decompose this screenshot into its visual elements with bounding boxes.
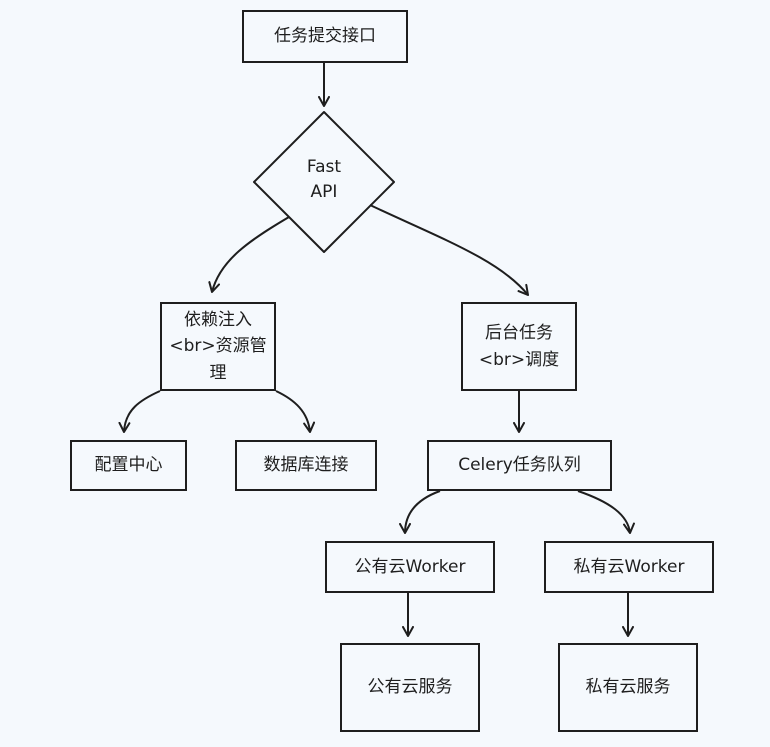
di-line-3: 理 bbox=[209, 362, 227, 383]
edge-fastapi-di bbox=[208, 216, 290, 293]
node-dependency-injection: 依赖注入 <br>资源管 理 bbox=[160, 302, 276, 391]
node-config-center: 配置中心 bbox=[70, 440, 187, 491]
node-fastapi-label: Fast API bbox=[284, 155, 364, 204]
di-line-2: <br>资源管 bbox=[169, 336, 267, 357]
public-service-label: 公有云服务 bbox=[367, 677, 453, 698]
node-submit-label: 任务提交接口 bbox=[274, 26, 376, 47]
db-label: 数据库连接 bbox=[263, 455, 349, 476]
bg-line-1: 后台任务 bbox=[485, 323, 553, 344]
edge-di-db bbox=[275, 390, 316, 433]
fastapi-line-1: Fast bbox=[306, 157, 342, 177]
private-service-label: 私有云服务 bbox=[585, 677, 671, 698]
edge-celery-private-worker bbox=[577, 490, 635, 534]
node-public-service: 公有云服务 bbox=[340, 643, 480, 732]
edge-fastapi-bg bbox=[369, 204, 529, 296]
node-submit-interface: 任务提交接口 bbox=[242, 10, 408, 63]
node-public-worker: 公有云Worker bbox=[325, 541, 495, 593]
bg-line-2: <br>调度 bbox=[478, 349, 560, 370]
node-celery-queue: Celery任务队列 bbox=[427, 440, 612, 491]
node-private-worker: 私有云Worker bbox=[544, 541, 714, 593]
node-background-tasks: 后台任务 <br>调度 bbox=[461, 302, 577, 391]
edge-celery-public-worker bbox=[399, 490, 441, 534]
node-private-service: 私有云服务 bbox=[558, 643, 698, 732]
public-worker-label: 公有云Worker bbox=[354, 556, 466, 577]
di-line-1: 依赖注入 bbox=[184, 309, 252, 330]
fastapi-diamond bbox=[253, 111, 395, 253]
node-db-connection: 数据库连接 bbox=[235, 440, 377, 491]
config-label: 配置中心 bbox=[94, 455, 163, 476]
edge-di-config bbox=[118, 390, 161, 433]
fastapi-line-2: API bbox=[310, 181, 338, 202]
private-worker-label: 私有云Worker bbox=[573, 556, 685, 577]
celery-label: Celery任务队列 bbox=[458, 455, 581, 476]
